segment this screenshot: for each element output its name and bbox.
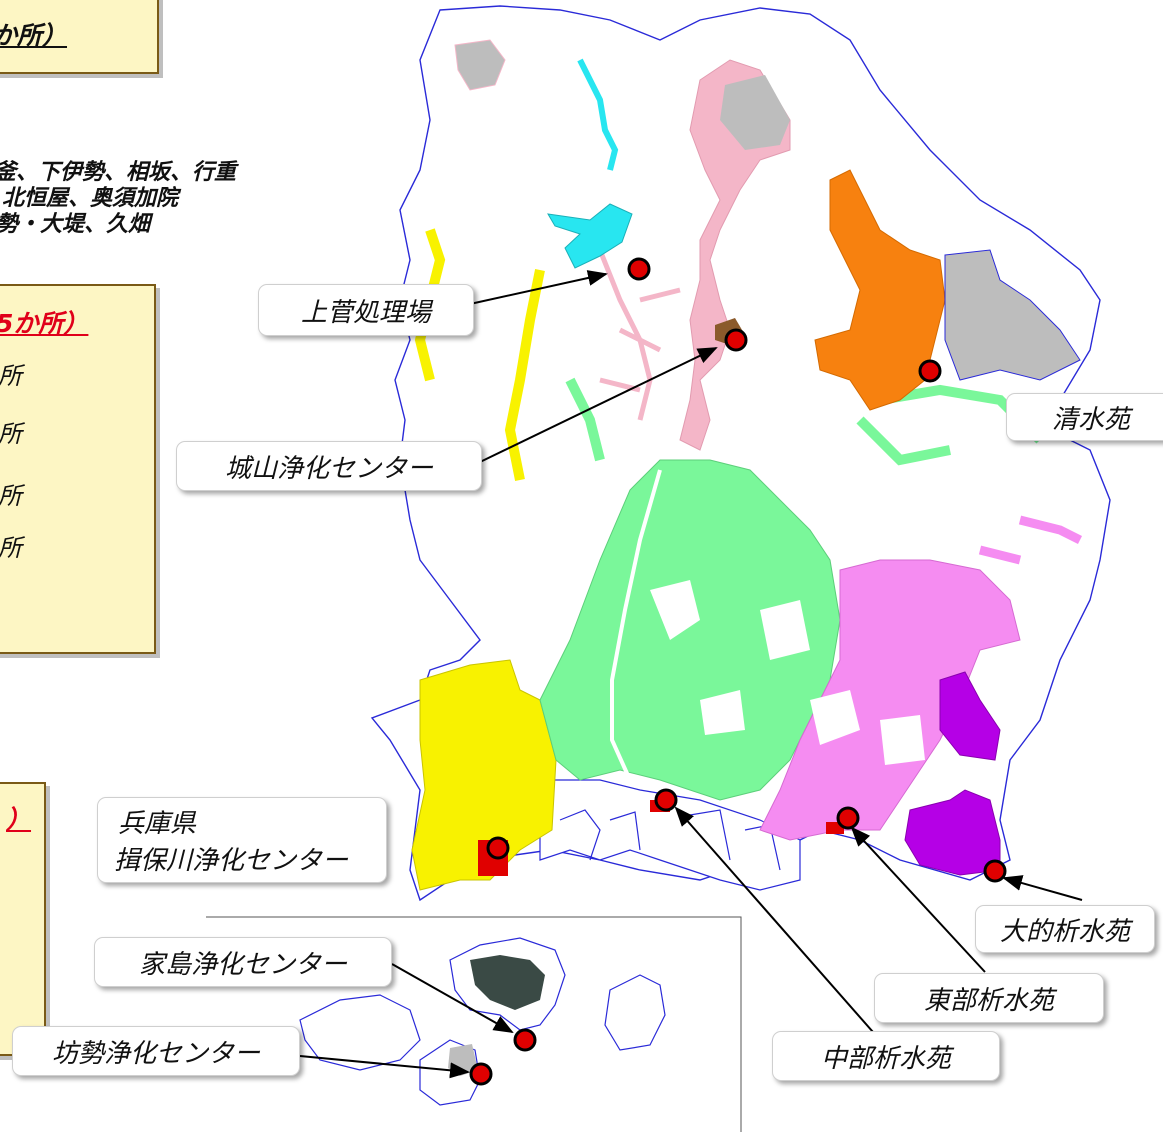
label-shiroyama-center[interactable]: 城山浄化センター [176, 441, 482, 491]
river-channel [610, 469, 662, 781]
top-banner: か所） [0, 0, 159, 74]
leader-shiroyama [479, 347, 718, 463]
marker-kamisuga[interactable] [627, 257, 651, 281]
ibo-service-area [411, 659, 557, 891]
shimizuen-service-area [814, 169, 946, 411]
shiroyama-grey-core [720, 75, 790, 150]
leader-tobu [850, 826, 986, 973]
chubu-service-area [539, 459, 841, 801]
label-omato-text: 大的析水苑 [999, 916, 1130, 947]
shimizuen-grey-area [944, 249, 1081, 381]
kamisuga-service-area [547, 203, 633, 269]
label-shimizuen-text: 清水苑 [1051, 404, 1130, 435]
kamisuga-north-channel [577, 58, 619, 171]
shiroyama-branches [597, 249, 681, 421]
label-ieshima-center[interactable]: 家島浄化センター [94, 937, 392, 987]
box1-title: 5か所） [0, 309, 89, 338]
top-banner-title: か所） [0, 21, 68, 50]
tobu-north-strips [978, 515, 1083, 565]
tobu-inner-voids [810, 690, 925, 765]
label-shimizuen[interactable]: 清水苑 [1006, 393, 1163, 441]
label-chubu-text: 中部析水苑 [820, 1043, 951, 1074]
label-ieshima-text: 家島浄化センター [138, 949, 347, 980]
district-line-2: 北恒屋、奥須加院 [2, 186, 179, 211]
label-ibo-center[interactable]: 兵庫県 揖保川浄化センター [97, 797, 387, 883]
east-island [604, 974, 666, 1051]
label-ibo-text-2: 揖保川浄化センター [114, 846, 349, 876]
box1-row-3: 所 [0, 482, 22, 510]
label-chubu[interactable]: 中部析水苑 [772, 1031, 1000, 1081]
district-line-1: 釜、下伊勢、相坂、行重 [0, 160, 237, 185]
label-boze-center[interactable]: 坊勢浄化センター [12, 1026, 300, 1076]
marker-shimizuen[interactable] [918, 359, 942, 383]
marker-tobu[interactable] [836, 806, 860, 830]
box2-title: ） [6, 805, 32, 834]
port-outline-2 [559, 809, 781, 871]
omato-service-area [904, 671, 1001, 876]
box1-row-2: 所 [0, 420, 22, 448]
tobu-service-area [759, 559, 1021, 841]
label-shiroyama-text: 城山浄化センター [224, 453, 433, 484]
label-kamisuga-text: 上菅処理場 [300, 297, 431, 328]
other-area-north [454, 39, 506, 91]
marker-chubu[interactable] [654, 788, 678, 812]
marker-boze[interactable] [469, 1062, 493, 1086]
box1-row-4: 所 [0, 534, 22, 562]
leader-omato [1002, 875, 1083, 901]
west-island [299, 994, 421, 1071]
marker-ibo[interactable] [486, 836, 510, 860]
marker-omato[interactable] [983, 859, 1007, 883]
label-boze-text: 坊勢浄化センター [51, 1038, 260, 1069]
marker-ieshima[interactable] [513, 1028, 537, 1052]
marker-shiroyama[interactable] [724, 328, 748, 352]
label-omato[interactable]: 大的析水苑 [975, 905, 1155, 953]
facility-box-1: 5か所） 所 所 所 所 [0, 284, 156, 654]
label-tobu[interactable]: 東部析水苑 [874, 973, 1104, 1023]
label-ibo-text-1: 兵庫県 [118, 809, 197, 839]
label-tobu-text: 東部析水苑 [923, 985, 1054, 1016]
label-kamisuga-plant[interactable]: 上菅処理場 [258, 284, 474, 336]
leader-boze [299, 1055, 470, 1079]
facility-box-2: ） [0, 782, 46, 1056]
district-line-3: 勢・大堤、久畑 [0, 212, 151, 237]
leader-kamisuga [469, 270, 608, 305]
leader-chubu [674, 806, 881, 1041]
inset-frame [206, 916, 742, 1132]
chubu-inner-voids [650, 580, 810, 735]
ieshima-service-area [470, 955, 545, 1010]
box1-row-1: 所 [0, 362, 22, 390]
leader-ieshima [391, 963, 514, 1033]
